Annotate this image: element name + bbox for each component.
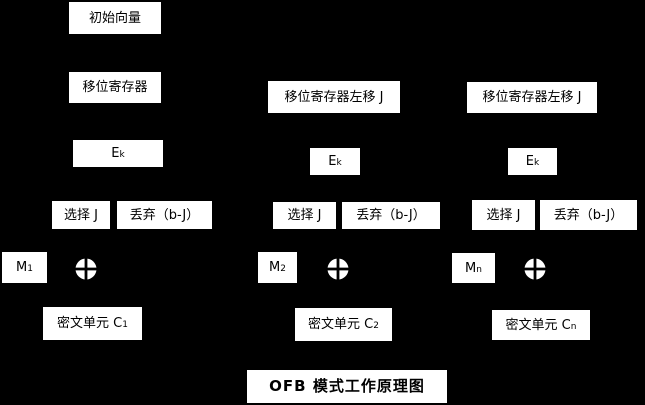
initial-vector-box: 初始向量 [69, 2, 161, 34]
select-box-3: 选择 J [472, 200, 535, 230]
ciphertext-subscript-3: n [570, 321, 577, 332]
diagram-title: OFB 模式工作原理图 [247, 370, 447, 403]
ciphertext-label-3: 密文单元 C [505, 317, 571, 333]
encrypt-subscript-2: k [336, 158, 342, 168]
message-subscript-3: n [476, 264, 482, 275]
ciphertext-label-2: 密文单元 C [308, 317, 374, 332]
xor-icon [75, 258, 97, 280]
shift-register-box-1: 移位寄存器 [69, 72, 161, 103]
ciphertext-subscript-1: 1 [122, 320, 128, 330]
select-box-1: 选择 J [52, 201, 110, 229]
message-label-3: M [465, 260, 477, 276]
xor-icon [524, 258, 546, 280]
xor-icon [327, 258, 349, 280]
discard-box-2: 丢弃（b-J） [342, 202, 440, 229]
encrypt-label-2: E [328, 154, 337, 169]
ciphertext-subscript-2: 2 [373, 321, 379, 331]
message-label-2: M [269, 260, 281, 275]
ciphertext-label-1: 密文单元 C [57, 316, 123, 331]
encrypt-label-3: E [525, 154, 534, 169]
encrypt-label-1: E [111, 146, 120, 161]
select-box-2: 选择 J [273, 202, 336, 229]
encrypt-subscript-1: k [119, 150, 125, 160]
discard-box-3: 丢弃（b-J） [540, 200, 637, 230]
discard-box-1: 丢弃（b-J） [117, 201, 212, 229]
message-subscript-2: 2 [280, 264, 286, 274]
message-label-1: M [16, 260, 28, 275]
message-subscript-1: 1 [27, 264, 33, 274]
shift-register-box-2: 移位寄存器左移 J [268, 81, 400, 113]
encrypt-subscript-3: k [534, 158, 540, 168]
shift-register-box-3: 移位寄存器左移 J [467, 82, 597, 113]
